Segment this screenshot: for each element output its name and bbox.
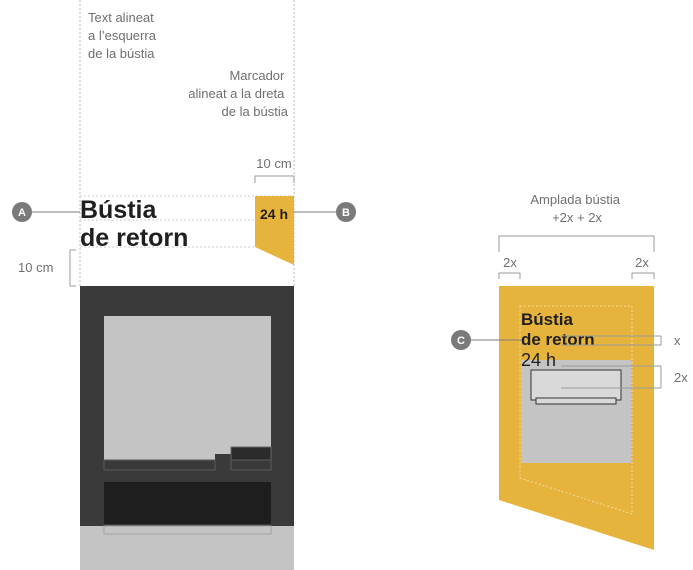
- sign-screen-slot: [535, 397, 617, 405]
- left-margin-bracket: [498, 272, 521, 279]
- title-line1: Bústia: [80, 196, 158, 224]
- callout-b-label: B: [342, 207, 350, 219]
- title-line2: de retorn: [80, 224, 188, 252]
- note-text-align: Text alineat a l’esquerra de la bústia: [88, 10, 160, 61]
- spacing-2x-label: 2x: [674, 370, 688, 385]
- note-text-align-line: Text alineat: [88, 10, 154, 25]
- gap-bracket: [69, 249, 76, 287]
- sign-title-line2: de retorn: [521, 330, 595, 349]
- marker-width-bracket: [254, 175, 295, 183]
- width-heading: Amplada bústia +2x + 2x: [530, 192, 623, 225]
- callout-a-label: A: [18, 207, 26, 219]
- machine-return-slot: [104, 482, 271, 524]
- width-heading-line: +2x + 2x: [552, 210, 602, 225]
- note-marker-align-line: de la bústia: [222, 104, 289, 119]
- right-diagram: Amplada bústia +2x + 2x 2x 2x Bústia de …: [451, 192, 688, 550]
- machine-base-outline: [103, 525, 272, 535]
- machine-slot-bar: [104, 447, 215, 460]
- sign-title-line1: Bústia: [521, 310, 574, 329]
- sign-screen-window: [530, 369, 622, 401]
- sign-hours-overlay: 24 h: [521, 350, 556, 370]
- spacing-x-label: x: [674, 333, 681, 348]
- machine-screen: [104, 316, 271, 454]
- note-marker-align-line: alineat a la dreta: [188, 86, 285, 101]
- width-heading-line: Amplada bústia: [530, 192, 620, 207]
- total-width-bracket: [498, 235, 655, 252]
- hours-marker: [255, 196, 294, 265]
- callout-a-badge: [12, 202, 32, 222]
- right-margin-bracket: [631, 272, 655, 279]
- machine-button-outline: [230, 459, 272, 471]
- machine-button: [230, 446, 272, 461]
- callout-b-badge: [336, 202, 356, 222]
- callout-c-badge: [451, 330, 471, 350]
- note-text-align-line: a l’esquerra: [88, 28, 157, 43]
- gap-label: 10 cm: [18, 260, 53, 275]
- note-text-align-line: de la bústia: [88, 46, 155, 61]
- callout-c-label: C: [457, 335, 465, 347]
- marker-width-label: 10 cm: [256, 156, 291, 171]
- machine-base: [80, 526, 294, 570]
- left-margin-label: 2x: [503, 255, 517, 270]
- left-diagram: Text alineat a l’esquerra de la bústia M…: [12, 0, 356, 570]
- note-marker-align-line: Marcador: [229, 68, 285, 83]
- machine-slot-outline: [103, 459, 216, 471]
- right-margin-label: 2x: [635, 255, 649, 270]
- note-marker-align: Marcador alineat a la dreta de la bústia: [188, 68, 289, 119]
- sign-inner-guide: [519, 305, 633, 515]
- hours-marker-text: 24 h: [260, 206, 288, 222]
